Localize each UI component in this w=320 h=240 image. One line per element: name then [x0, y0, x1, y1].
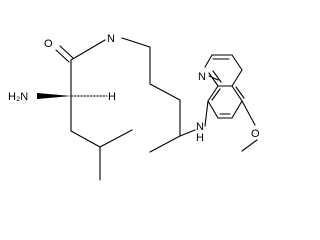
- linker-bond-2: [149, 83, 181, 101]
- chemical-structure: O N H₂N H N N H O: [8, 33, 260, 181]
- wedge-bond-nh2: [37, 93, 71, 99]
- amide-group: [55, 37, 151, 63]
- alpha-hydrogen-label: H: [108, 91, 116, 103]
- ring-double-bond: [212, 70, 222, 83]
- ring-o-bond: [241, 100, 256, 126]
- carbonyl-bond-inner: [55, 49, 70, 63]
- ch-methyl1-bond: [99, 129, 133, 148]
- methoxy-group: [241, 139, 258, 152]
- amine-nitrogen-label: N: [196, 121, 204, 133]
- amine-hydrogen-label: H: [196, 132, 204, 144]
- amide-nitrogen-label: N: [107, 33, 115, 45]
- amide-c-n-bond: [70, 39, 106, 61]
- ch2-ch-bond: [70, 130, 101, 148]
- quinoline-nitrogen-label: N: [198, 71, 206, 83]
- alpha-carbon: [37, 59, 108, 132]
- ring-bond: [208, 72, 219, 87]
- ch-nh-bond: [179, 129, 196, 137]
- ring-bond: [207, 100, 219, 119]
- ring-bond: [207, 85, 219, 102]
- ring-double-bond: [211, 88, 221, 101]
- quinoline-ring: [204, 54, 256, 127]
- isobutyl-chain: [70, 129, 133, 181]
- methyl-branch-bond: [149, 135, 181, 153]
- carbonyl-bond-outer: [59, 45, 74, 59]
- carbonyl-oxygen-label: O: [44, 38, 53, 50]
- alkyl-linker: [149, 46, 196, 153]
- ring-bond: [204, 54, 213, 68]
- ring-bond: [231, 100, 243, 119]
- ether-oxygen-label: O: [251, 128, 260, 140]
- ring-bond: [231, 85, 243, 102]
- o-methyl-bond: [241, 139, 258, 152]
- amino-group-label: H₂N: [8, 91, 28, 103]
- ring-bond: [231, 54, 243, 71]
- ring-bond: [208, 75, 219, 81]
- ring-double-bond: [235, 86, 245, 99]
- ring-nh-bond: [204, 100, 209, 127]
- n-ch2-bond: [121, 37, 151, 48]
- structure-canvas: O N H₂N H N N H O: [8, 33, 260, 181]
- ring-fusion-bond: [231, 69, 243, 87]
